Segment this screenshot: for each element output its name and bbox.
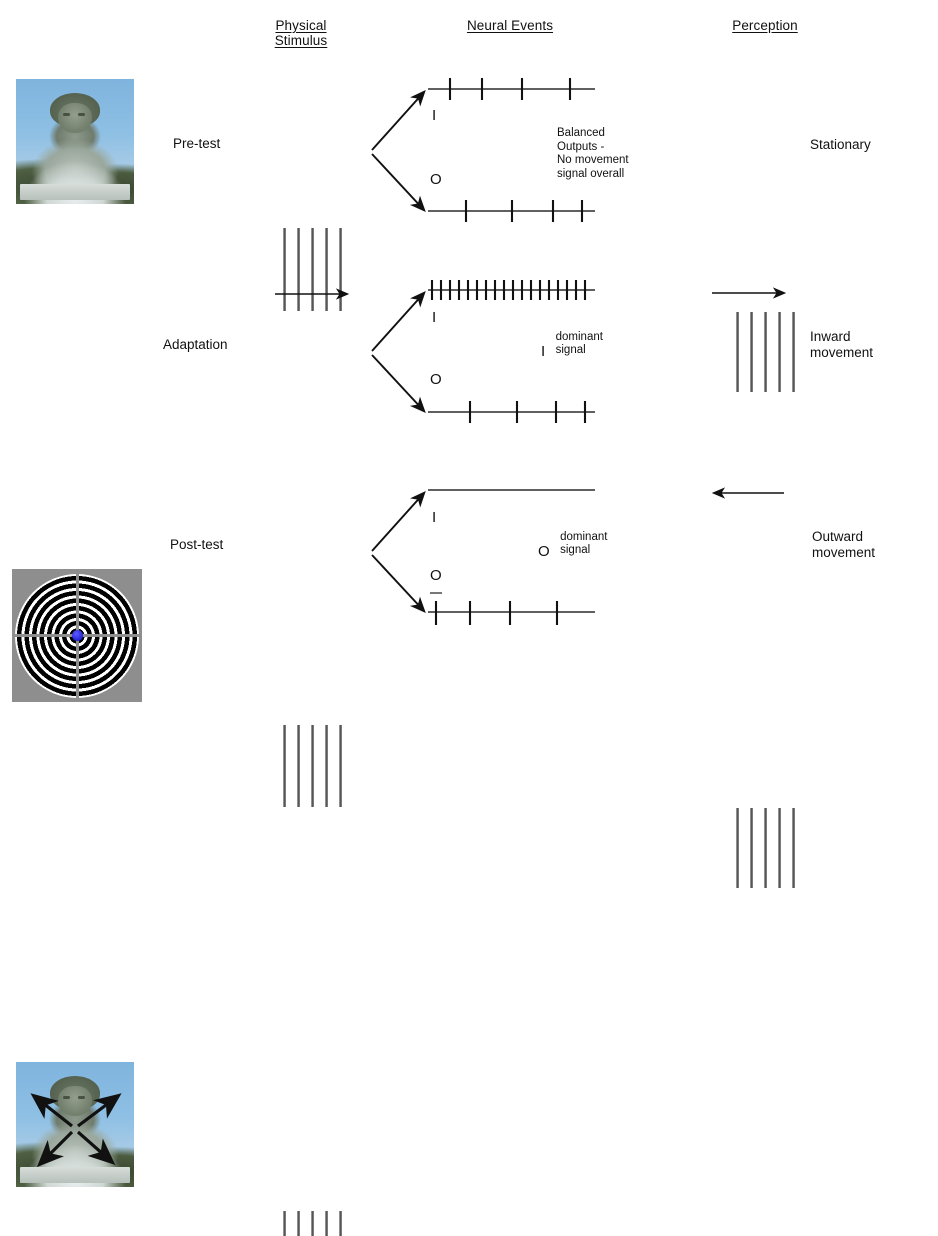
spike-train-bottom <box>464 200 584 222</box>
column-header-physical-stimulus-line1: Physical <box>275 18 327 33</box>
grating-stimulus-adaptation <box>283 725 345 807</box>
grating-stimulus-post-test <box>283 1211 345 1236</box>
fan-arrow-up <box>371 291 426 352</box>
column-header-perception: Perception <box>700 18 830 33</box>
buddha-statue-icon <box>16 79 134 204</box>
channel-label-outward-adaptation: O <box>430 371 442 388</box>
perception-label-pre-test: Stationary <box>810 137 871 152</box>
perception-motion-arrow-adaptation <box>712 287 787 299</box>
column-header-neural-events: Neural Events <box>435 18 585 33</box>
diagram-canvas: Physical Stimulus Neural Events Percepti… <box>12 18 876 1236</box>
dominant-label-post-test: dominant signal <box>560 531 608 557</box>
fan-arrow-down <box>371 554 426 613</box>
column-header-physical-stimulus: Physical Stimulus <box>248 18 354 48</box>
spike-train-bottom <box>468 401 587 423</box>
channel-label-inward-pre-test: I <box>432 107 437 124</box>
channel-label-inward-adaptation: I <box>432 309 437 326</box>
neural-events-plot-post-test <box>371 489 595 625</box>
fan-arrow-up <box>371 90 426 151</box>
spike-train-top <box>448 78 572 100</box>
row-label-pre-test: Pre-test <box>173 136 221 151</box>
grating-stimulus-pre-test <box>283 228 345 311</box>
neural-events-plot-adaptation <box>371 280 595 423</box>
stimulus-image-pre-test <box>16 79 134 204</box>
perception-grating-adaptation <box>736 808 798 888</box>
spike-train-top-dense <box>430 280 587 300</box>
perception-label-post-test: Outward movement <box>812 529 876 560</box>
dominant-symbol-post-test: O <box>538 543 550 561</box>
fixation-dot <box>71 630 83 641</box>
dominant-signal-adaptation: I dominant signal <box>541 331 661 360</box>
perception-motion-arrow-post-test <box>711 487 784 499</box>
channel-label-inward-post-test: I <box>432 509 437 526</box>
row-label-post-test: Post-test <box>170 537 224 552</box>
column-header-physical-stimulus-line2: Stimulus <box>274 33 328 48</box>
column-header-neural-events-line1: Neural Events <box>466 18 554 33</box>
spike-train-bottom <box>434 601 559 625</box>
stimulus-image-post-test <box>16 1062 134 1187</box>
perception-label-adaptation: Inward movement <box>810 329 874 360</box>
neural-note-pre-test: Balanced Outputs - No movement signal ov… <box>557 127 629 180</box>
perception-grating-pre-test <box>736 312 798 392</box>
dominant-signal-post-test: O dominant signal <box>538 531 663 560</box>
stimulus-motion-arrow-adaptation <box>275 288 350 300</box>
row-label-adaptation: Adaptation <box>163 337 228 352</box>
fan-arrow-down <box>371 153 426 212</box>
neural-events-plot-pre-test <box>371 78 595 222</box>
fan-arrow-up <box>371 491 426 552</box>
column-header-perception-line1: Perception <box>732 18 798 33</box>
channel-label-outward-post-test: O <box>430 567 442 584</box>
channel-label-outward-pre-test: O <box>430 171 442 188</box>
dominant-symbol-adaptation: I <box>541 343 546 361</box>
outward-motion-arrows-icon <box>30 1093 122 1168</box>
fan-arrow-down <box>371 354 426 413</box>
stimulus-image-adaptation <box>12 569 142 702</box>
dominant-label-adaptation: dominant signal <box>555 331 603 357</box>
